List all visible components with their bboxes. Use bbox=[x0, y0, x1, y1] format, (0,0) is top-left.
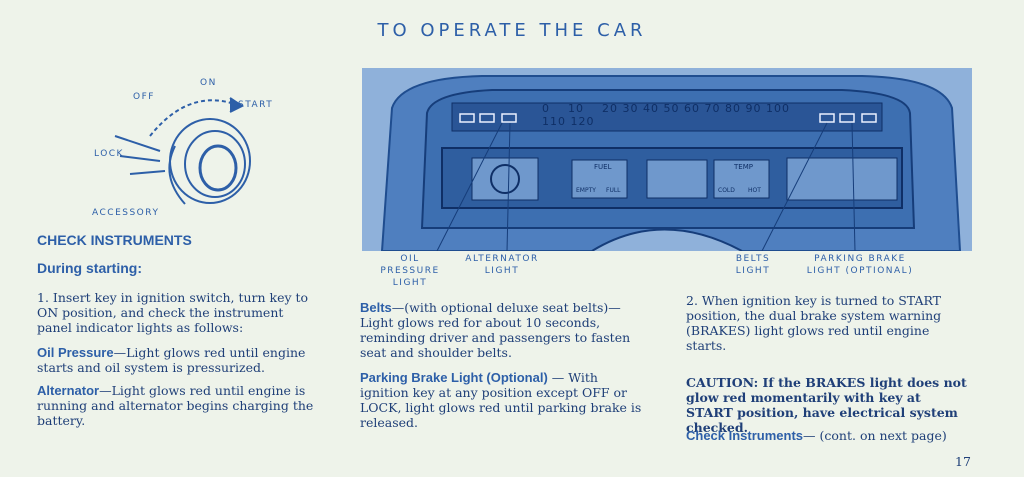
speedo-tick: 60 bbox=[684, 102, 700, 115]
oil-pressure-term: Oil Pressure bbox=[37, 345, 114, 360]
parking-brake-term: Parking Brake Light (Optional) bbox=[360, 370, 548, 385]
oil-pressure-paragraph: Oil Pressure—Light glows red until engin… bbox=[37, 345, 306, 375]
callout-line: LIGHT bbox=[735, 266, 771, 276]
speedo-tick: 50 bbox=[663, 102, 680, 115]
page-title: TO OPERATE THE CAR bbox=[377, 20, 647, 41]
speedometer-scale: 0 10 20 30 40 50 60 70 80 90 100 110 120 bbox=[542, 102, 802, 128]
alternator-paragraph: Alternator—Light glows red until engine … bbox=[37, 383, 314, 428]
page-number: 17 bbox=[955, 454, 971, 469]
speedo-tick: 0 bbox=[542, 102, 550, 115]
step-1-text: 1. Insert key in ignition switch, turn k… bbox=[37, 290, 309, 335]
alternator-callout: ALTERNATOR LIGHT bbox=[452, 253, 552, 277]
callout-line: ALTERNATOR bbox=[465, 254, 539, 264]
oil-pressure-callout: OIL PRESSURE LIGHT bbox=[370, 253, 450, 289]
speedo-tick: 40 bbox=[643, 102, 659, 115]
speedo-tick: 10 bbox=[568, 102, 584, 115]
callout-line: PRESSURE bbox=[380, 266, 440, 276]
temp-hot-label: HOT bbox=[748, 187, 761, 194]
continued-text: (cont. on next page) bbox=[819, 428, 947, 443]
fuel-gauge-label: FUEL bbox=[594, 163, 612, 171]
check-instruments-term: Check Instruments bbox=[686, 428, 804, 443]
parking-brake-text: With ignition key at any position except… bbox=[360, 370, 642, 430]
fuel-full-label: FULL bbox=[606, 187, 621, 194]
parking-brake-callout: PARKING BRAKE LIGHT (OPTIONAL) bbox=[790, 253, 930, 277]
step-2-text: 2. When ignition key is turned to START … bbox=[686, 293, 942, 353]
alternator-term: Alternator bbox=[37, 383, 100, 398]
belts-term: Belts bbox=[360, 300, 392, 315]
instrument-panel-illustration: 0 10 20 30 40 50 60 70 80 90 100 110 120… bbox=[362, 68, 972, 252]
ignition-lock-label: LOCK bbox=[94, 149, 124, 159]
temp-gauge-label: TEMP bbox=[734, 163, 753, 171]
temp-cold-label: COLD bbox=[718, 187, 735, 194]
parking-brake-paragraph: Parking Brake Light (Optional) — With ig… bbox=[360, 370, 642, 430]
speedo-tick: 30 bbox=[622, 102, 639, 115]
belts-paragraph: Belts—(with optional deluxe seat belts)—… bbox=[360, 300, 631, 360]
caution-text: CAUTION: If the BRAKES light does not gl… bbox=[686, 375, 967, 435]
belts-text: (with optional deluxe seat belts)—Light … bbox=[360, 300, 631, 360]
callout-line: OIL bbox=[400, 254, 420, 264]
ignition-start-label: START bbox=[238, 100, 274, 110]
check-instruments-continued: Check Instruments— (cont. on next page) bbox=[686, 428, 947, 443]
dashboard-icon bbox=[362, 68, 972, 252]
speedo-tick: 70 bbox=[704, 102, 721, 115]
during-starting-subheading: During starting: bbox=[37, 260, 142, 276]
fuel-empty-label: EMPTY bbox=[576, 187, 596, 194]
alternator-text: Light glows red until engine is running … bbox=[37, 383, 314, 428]
speedo-tick: 90 bbox=[745, 102, 762, 115]
ignition-accessory-label: ACCESSORY bbox=[92, 208, 160, 218]
check-instruments-heading: CHECK INSTRUMENTS bbox=[37, 232, 192, 248]
callout-line: LIGHT (OPTIONAL) bbox=[806, 266, 914, 276]
ignition-key-icon bbox=[114, 97, 251, 205]
callout-line: BELTS bbox=[735, 254, 771, 264]
ignition-switch-illustration bbox=[90, 76, 290, 221]
speedo-tick: 110 bbox=[542, 115, 566, 128]
callout-line: PARKING BRAKE bbox=[814, 254, 906, 264]
callout-line: LIGHT bbox=[484, 266, 520, 276]
oil-pressure-text: Light glows red until engine starts and … bbox=[37, 345, 306, 375]
ignition-on-label: ON bbox=[200, 78, 217, 88]
speedo-tick: 80 bbox=[725, 102, 741, 115]
speedo-tick: 120 bbox=[570, 115, 595, 128]
speedo-tick: 20 bbox=[602, 102, 618, 115]
speedo-tick: 100 bbox=[766, 102, 790, 115]
callout-line: LIGHT bbox=[392, 278, 428, 288]
ignition-off-label: OFF bbox=[133, 92, 155, 102]
belts-callout: BELTS LIGHT bbox=[718, 253, 788, 277]
